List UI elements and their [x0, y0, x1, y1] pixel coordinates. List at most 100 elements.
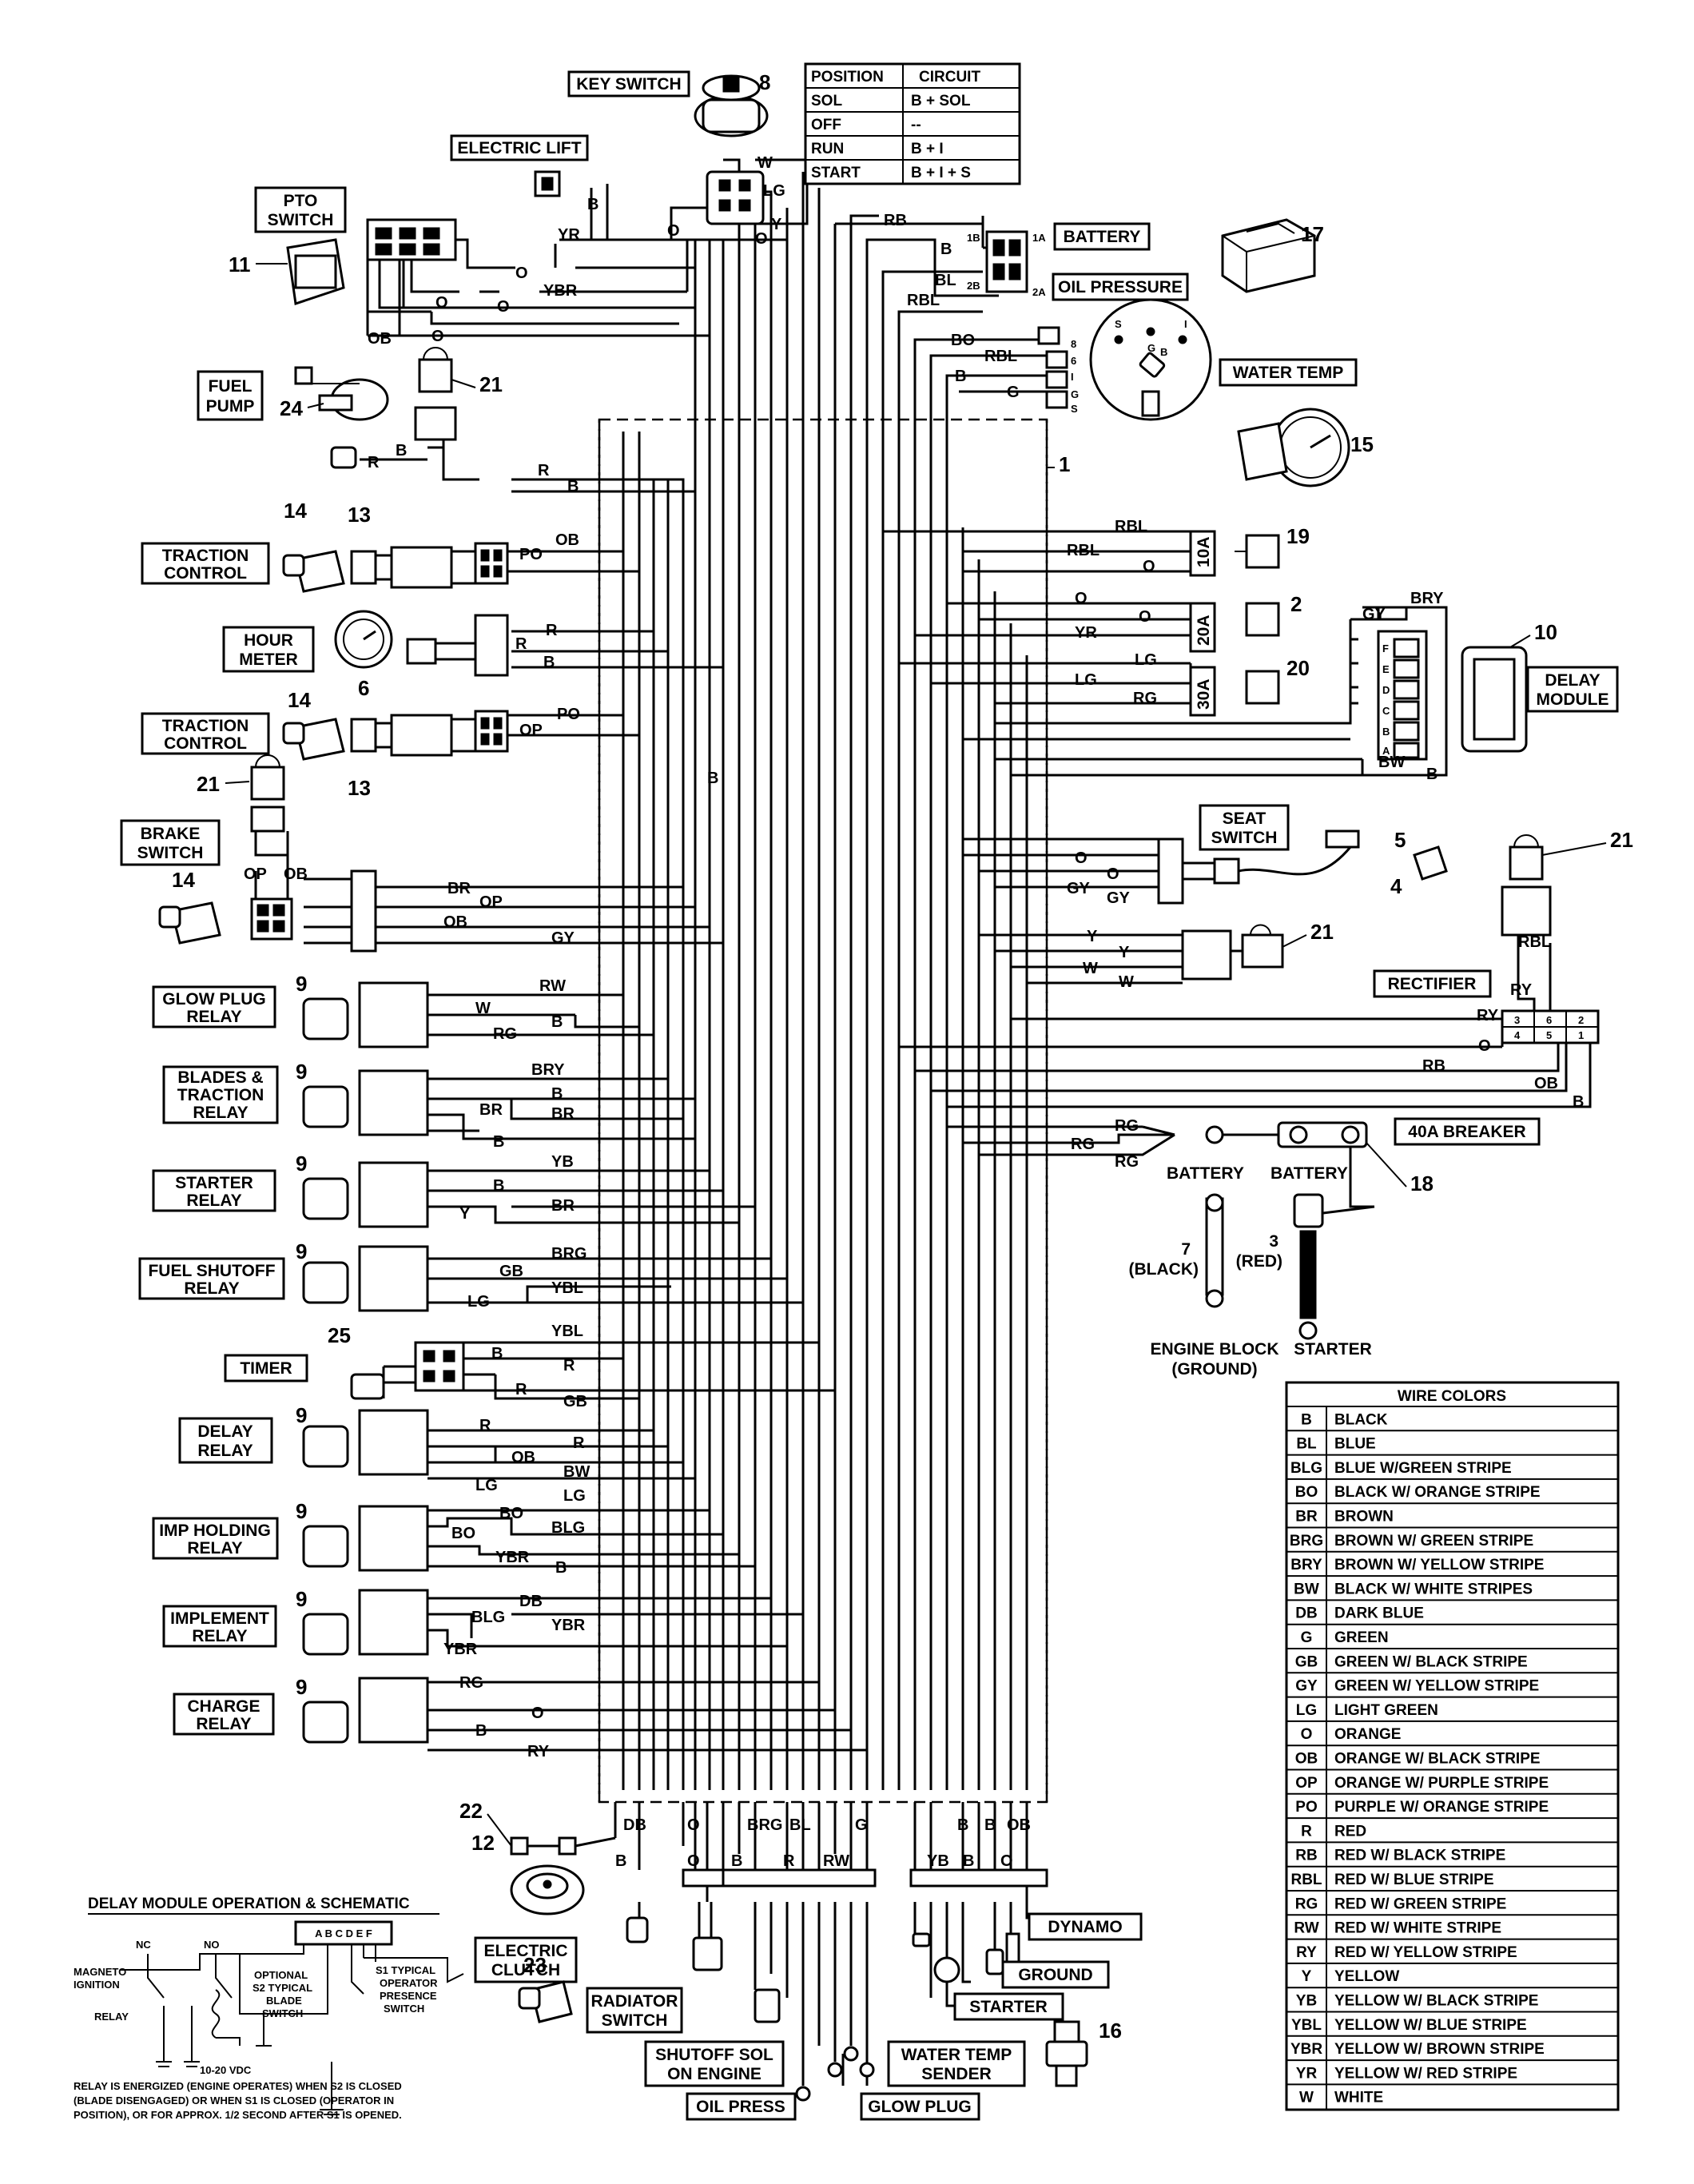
svg-text:B: B: [1426, 766, 1438, 783]
svg-text:RBL: RBL: [907, 292, 940, 309]
wire-color-name: PURPLE W/ ORANGE STRIPE: [1334, 1799, 1549, 1816]
svg-text:B + I: B + I: [911, 141, 944, 157]
svg-text:S: S: [1071, 403, 1078, 415]
svg-text:BR: BR: [551, 1105, 575, 1123]
svg-text:(RED): (RED): [1236, 1252, 1282, 1271]
svg-text:YR: YR: [1075, 624, 1097, 642]
svg-text:20: 20: [1286, 656, 1310, 680]
svg-text:O: O: [755, 230, 768, 248]
svg-text:YB: YB: [927, 1852, 949, 1870]
svg-text:9: 9: [296, 1060, 307, 1084]
svg-text:Y: Y: [1119, 944, 1130, 961]
svg-text:PO: PO: [519, 546, 543, 563]
bottom-connectors: [682, 1868, 1048, 2102]
svg-text:YBR: YBR: [543, 282, 578, 300]
svg-text:S1 TYPICAL: S1 TYPICAL: [376, 1964, 435, 1976]
svg-text:NO: NO: [204, 1939, 220, 1951]
wire-color-name: LIGHT GREEN: [1334, 1702, 1438, 1719]
svg-text:SOL: SOL: [811, 93, 842, 109]
svg-text:R: R: [538, 462, 550, 479]
svg-text:21: 21: [197, 772, 220, 796]
svg-text:OFF: OFF: [811, 117, 841, 133]
svg-text:MODULE: MODULE: [1537, 690, 1609, 709]
wire-color-code: GB: [1295, 1653, 1318, 1670]
svg-text:CHARGE: CHARGE: [187, 1697, 260, 1716]
svg-text:9: 9: [296, 1499, 307, 1523]
svg-text:6: 6: [1546, 1014, 1552, 1026]
svg-text:14: 14: [284, 499, 307, 523]
delay-module: F E D C B A DELAY MODULE: [1377, 630, 1619, 761]
svg-text:GY: GY: [1107, 889, 1131, 907]
svg-text:B: B: [493, 1177, 504, 1195]
wire-color-name: YELLOW W/ BLACK STRIPE: [1334, 1993, 1538, 2010]
svg-text:9: 9: [296, 1587, 307, 1611]
svg-text:A: A: [1382, 745, 1390, 757]
svg-text:13: 13: [348, 776, 371, 800]
svg-text:W: W: [475, 1000, 491, 1017]
svg-text:2A: 2A: [1032, 286, 1046, 298]
svg-text:DYNAMO: DYNAMO: [1048, 1918, 1122, 1936]
traction-control-top: TRACTION CONTROL: [141, 542, 509, 593]
svg-text:TIMER: TIMER: [240, 1359, 292, 1378]
svg-text:5: 5: [1394, 828, 1406, 852]
traction-control-bottom: TRACTION CONTROL: [141, 710, 509, 761]
wire-color-code: OP: [1295, 1775, 1318, 1792]
svg-text:B + I + S: B + I + S: [911, 165, 971, 181]
svg-text:BRY: BRY: [531, 1061, 565, 1079]
top-wires: [366, 158, 1059, 393]
wire-color-code: BW: [1294, 1581, 1319, 1597]
svg-text:DB: DB: [519, 1593, 543, 1610]
relay-implement: IMPLEMENT RELAY: [162, 1589, 429, 1656]
wire-color-name: GREEN W/ BLACK STRIPE: [1334, 1653, 1528, 1670]
svg-text:G: G: [1007, 384, 1020, 401]
svg-text:TRACTION: TRACTION: [162, 547, 249, 565]
svg-text:OIL PRESS: OIL PRESS: [696, 2098, 785, 2116]
breaker-battery: 40A BREAKER BATTERY BATTERY 7 (BLACK) 3 …: [1129, 1117, 1541, 1378]
pto-switch: PTO SWITCH: [254, 186, 457, 305]
svg-text:21: 21: [1310, 920, 1334, 944]
svg-text:BL: BL: [789, 1816, 811, 1834]
svg-text:1: 1: [1059, 452, 1070, 476]
wire-color-name: BROWN: [1334, 1509, 1394, 1526]
svg-text:RB: RB: [1422, 1057, 1445, 1075]
svg-text:1A: 1A: [1032, 232, 1046, 244]
svg-text:WATER TEMP: WATER TEMP: [1233, 364, 1343, 382]
svg-text:YBR: YBR: [443, 1641, 478, 1658]
svg-text:RY: RY: [1510, 981, 1533, 999]
wire-color-name: ORANGE W/ BLACK STRIPE: [1334, 1751, 1541, 1768]
svg-text:RBL: RBL: [1067, 542, 1100, 559]
svg-text:16: 16: [1099, 2019, 1122, 2043]
svg-text:RELAY: RELAY: [187, 1539, 242, 1557]
svg-text:R: R: [515, 1381, 527, 1398]
svg-text:21: 21: [479, 372, 503, 396]
wire-color-code: G: [1301, 1629, 1313, 1646]
wire-color-code: DB: [1295, 1605, 1317, 1622]
svg-text:B: B: [551, 1085, 563, 1103]
bottom-labels: SHUTOFF SOL ON ENGINE OIL PRESS GLOW PLU…: [644, 1912, 1143, 2121]
svg-text:GROUND: GROUND: [1018, 1966, 1092, 1984]
wire-color-code: BRY: [1290, 1557, 1322, 1573]
svg-text:LG: LG: [563, 1487, 586, 1505]
svg-text:TRACTION: TRACTION: [162, 717, 249, 735]
svg-text:23: 23: [523, 1953, 547, 1977]
wire-color-name: RED W/ BLUE STRIPE: [1334, 1872, 1494, 1888]
svg-text:W: W: [1119, 973, 1134, 991]
svg-text:Y: Y: [459, 1205, 471, 1223]
wire-color-name: WHITE: [1334, 2090, 1383, 2106]
svg-text:1B: 1B: [967, 232, 980, 244]
svg-text:RELAY IS ENERGIZED (ENGINE OPE: RELAY IS ENERGIZED (ENGINE OPERATES) WHE…: [74, 2080, 402, 2092]
svg-text:BL: BL: [935, 272, 956, 289]
svg-text:RB: RB: [884, 212, 907, 229]
svg-text:RG: RG: [1133, 690, 1157, 707]
svg-text:BO: BO: [451, 1525, 475, 1542]
wire-color-name: RED W/ BLACK STRIPE: [1334, 1848, 1505, 1864]
svg-text:OB: OB: [555, 531, 579, 549]
svg-text:CLUTCH: CLUTCH: [491, 1961, 560, 1979]
svg-text:O: O: [1000, 1852, 1013, 1870]
svg-text:18: 18: [1410, 1172, 1434, 1195]
svg-text:9: 9: [296, 1239, 307, 1263]
svg-text:FUEL SHUTOFF: FUEL SHUTOFF: [148, 1262, 275, 1280]
svg-text:40A BREAKER: 40A BREAKER: [1408, 1123, 1525, 1141]
svg-text:YBR: YBR: [495, 1549, 530, 1566]
